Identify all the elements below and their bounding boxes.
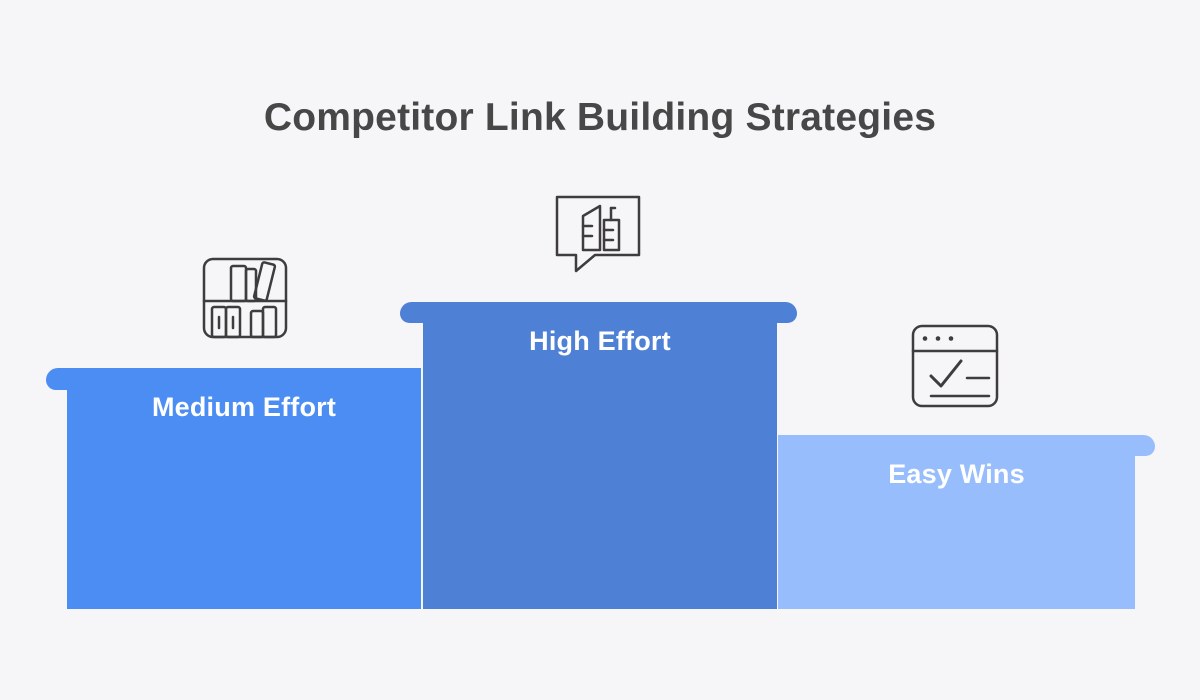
bookshelf-icon — [201, 256, 289, 345]
browser-checklist-icon — [910, 323, 1000, 414]
bar-label-easy-wins: Easy Wins — [888, 459, 1025, 489]
bar-high-effort — [423, 302, 777, 609]
speech-bubble-buildings-icon — [553, 193, 643, 278]
bar-medium-effort — [67, 368, 421, 609]
page-title: Competitor Link Building Strategies — [263, 96, 937, 139]
bar-label-high-effort: High Effort — [529, 326, 671, 356]
bar-easy-wins — [778, 435, 1135, 609]
bar-label-medium-effort: Medium Effort — [151, 392, 337, 422]
